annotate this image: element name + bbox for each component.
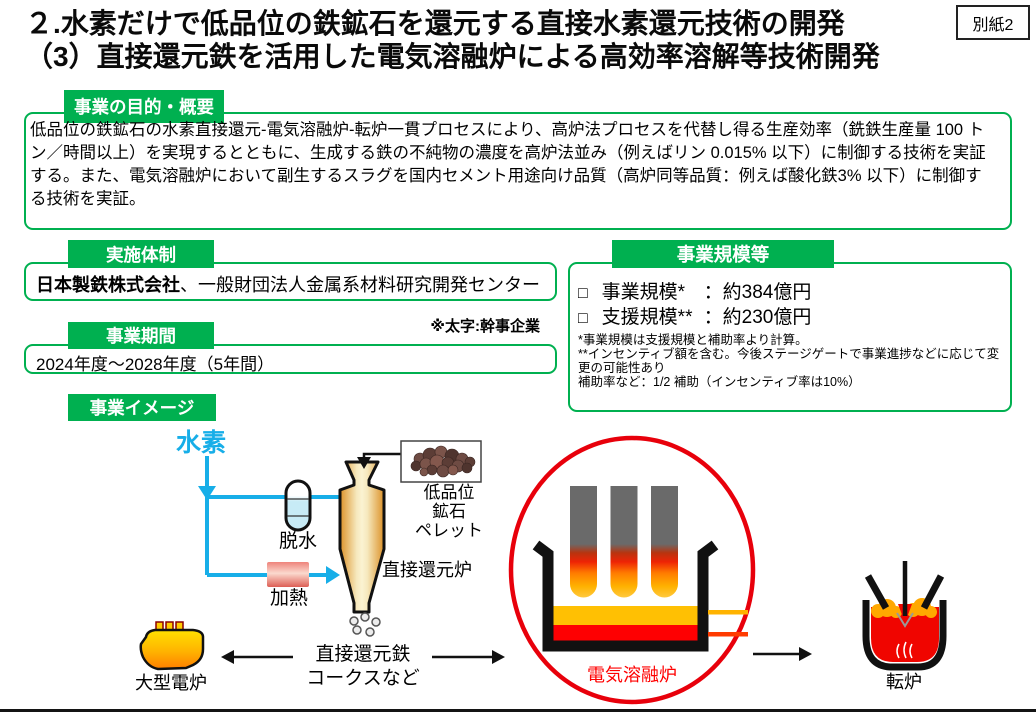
square-bullet-icon: □ [578,285,588,302]
converter-label: 転炉 [886,672,922,692]
scale-note: *事業規模は支援規模と補助率より計算。 [578,333,808,347]
lead-company: 日本製鉄株式会社 [36,275,180,295]
pellet-label-line2: 鉱石 [432,502,466,521]
attachment-tag: 別紙2 [956,5,1030,40]
page-title: ２.水素だけで低品位の鉄鉱石を還元する直接水素還元技術の開発 （3）直接還元鉄を… [25,7,880,73]
heater-shape [267,562,309,587]
hydrogen-label: 水素 [176,429,227,457]
section-box-period [24,344,557,374]
heating-label: 加熱 [269,588,308,609]
section-header-purpose: 事業の目的・概要 [64,90,224,123]
to-esf-arrow [432,650,505,664]
other-members: 、一般財団法人金属系材料研究開発センター [180,275,540,295]
scale-value: ：約384億円 [703,282,812,303]
scale-notes: *事業規模は支援規模と補助率より計算。 **インセンティブ額を含む。今後ステージ… [578,333,1006,389]
hydrogen-flow-lines [205,456,341,577]
pellet-label-line3: ペレット [415,521,483,540]
period-value: 2024年度～2028年度（5年間） [36,355,275,374]
to-converter-arrow [753,647,812,661]
purpose-body-text: 低品位の鉄鉱石の水素直接還元-電気溶融炉-転炉一貫プロセスにより、高炉法プロセス… [30,121,986,208]
dri-falling-dots [349,612,381,637]
scale-row-project: □ 事業規模* ：約384億円 [578,281,1006,306]
dehydrator-shape [284,479,312,532]
bottom-border-rule [0,709,1036,712]
section-box-organization [24,262,557,301]
dri-label-line2: コークスなど [306,668,420,689]
section-box-purpose [24,112,1012,230]
to-eaf-arrow [221,650,293,664]
section-header-period: 事業期間 [68,322,214,349]
direct-reduction-furnace-shape [338,460,386,614]
dehydration-label: 脱水 [278,531,317,552]
low-grade-pellet-label: 低品位 鉱石 ペレット [402,483,496,540]
electric-smelting-furnace-label: 電気溶融炉 [587,665,677,685]
section-box-scale [568,262,1012,412]
section-header-image: 事業イメージ [68,394,216,421]
scale-note: 補助率など：1/2 補助（インセンティブ率は10%） [578,374,861,389]
pellet-feed-arrow [357,452,402,469]
pellet-label-line1: 低品位 [423,483,475,502]
direct-reduction-furnace-label: 直接還元炉 [382,560,472,580]
organization-members: 日本製鉄株式会社、一般財団法人金属系材料研究開発センター [36,271,548,297]
pellet-photo [400,440,482,483]
scale-label: 事業規模* [601,282,686,303]
section-header-organization: 実施体制 [68,240,214,268]
page-title-line1: ２.水素だけで低品位の鉄鉱石を還元する直接水素還元技術の開発 [25,8,845,39]
converter-shape [862,561,947,671]
scale-label: 支援規模** [601,307,693,328]
page-title-line2: （3）直接還元鉄を活用した電気溶融炉による高効率溶解等技術開発 [25,41,880,72]
scale-row-support: □ 支援規模** ：約230億円 [578,306,1006,331]
dri-coke-label: 直接還元鉄 コークスなど [300,643,426,691]
scale-content: □ 事業規模* ：約384億円 □ 支援規模** ：約230億円 *事業規模は支… [578,281,1006,390]
large-eaf-label: 大型電炉 [135,673,207,693]
square-bullet-icon: □ [578,310,588,327]
section-header-scale: 事業規模等 [612,240,834,268]
electric-smelting-furnace-shape [532,486,748,652]
bold-legend-note: ※太字:幹事企業 [430,318,540,335]
scale-value: ：約230億円 [703,307,812,328]
scale-note: **インセンティブ額を含む。今後ステージゲートで事業進捗などに応じて変更の可能性… [578,347,1000,375]
dri-label-line1: 直接還元鉄 [315,644,411,665]
large-eaf-shape [139,621,205,671]
highlight-circle [508,435,756,705]
